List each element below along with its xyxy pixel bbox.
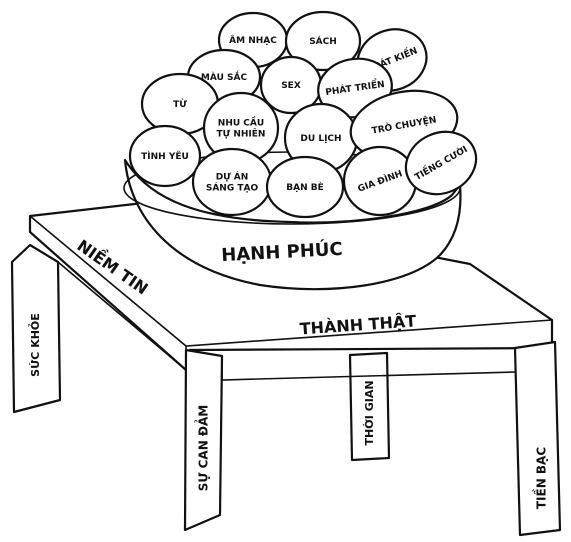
egg-label-line: NHU CẦU [218, 115, 264, 128]
egg-shape [404, 130, 478, 196]
leg-label-suc-khoe: SỨC KHỎE [28, 313, 42, 377]
egg: TÌNH YÊU [128, 124, 202, 188]
leg-label-thoi-gian: THỜI GIAN [363, 380, 376, 445]
egg-label: TỪ [173, 98, 187, 110]
egg-label-line: DU LỊCH [300, 134, 341, 144]
egg-shape [128, 124, 202, 188]
egg-label-line: MÀU SẮC [201, 70, 248, 83]
leg-label-su-can-dam: SỰ CAN ĐẢM [195, 405, 211, 491]
egg-label: TÌNH YÊU [141, 150, 189, 162]
egg-label-line: DỰ ÁN [216, 170, 249, 182]
table-leg-front-right [513, 340, 562, 537]
leg-label-tien-bac: TIỀN BẠC [532, 447, 549, 510]
egg: SÁCH [284, 10, 362, 72]
egg-label-line: TÌNH YÊU [141, 150, 189, 162]
egg: TIẾNG CƯỜI [404, 130, 478, 196]
egg-label-line: SÁNG TẠO [206, 181, 259, 193]
egg-label: BẠN BÈ [286, 181, 324, 193]
egg-label: DU LỊCH [300, 134, 341, 144]
table-leg-front-left [183, 348, 224, 532]
egg-label: SÁCH [309, 35, 337, 47]
egg-label-line: TỰ NHIÊN [217, 127, 266, 139]
table-leg-back-right [348, 351, 391, 462]
egg-label-line: ÂM NHẠC [229, 34, 277, 46]
egg-label-line: SÁCH [309, 35, 337, 47]
egg: GIA ĐÌNH [342, 145, 418, 217]
egg-label: ÂM NHẠC [229, 34, 277, 46]
egg: SEX [259, 55, 323, 115]
egg-label: MÀU SẮC [201, 70, 248, 83]
egg-label: SEX [281, 81, 301, 91]
table-leg-back-left [10, 243, 62, 414]
egg-label-line: BẠN BÈ [286, 181, 324, 193]
egg-label-line: SEX [281, 81, 301, 91]
egg-shape [191, 147, 273, 217]
egg-shape [284, 10, 362, 72]
egg-label-line: TỪ [173, 98, 187, 110]
egg: BẠN BÈ [265, 155, 345, 219]
egg-shape [265, 155, 345, 219]
